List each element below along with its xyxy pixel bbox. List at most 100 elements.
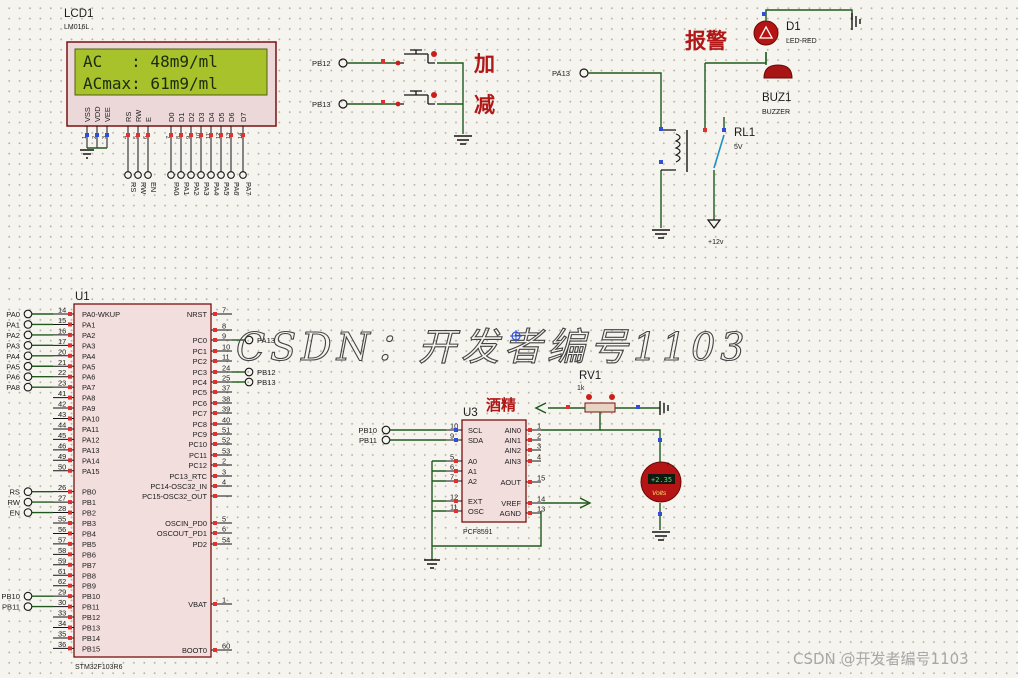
mcu-left-terminal[interactable]: [23, 351, 33, 361]
mcu-right-pin-name: PC3: [193, 368, 207, 377]
mcu-left-pin-probe: [68, 562, 72, 567]
mcu-right-pin-number: 1: [222, 596, 226, 605]
mcu-left-pin-probe: [68, 541, 72, 546]
button-group[interactable]: PB12 加 PB13 减: [312, 49, 495, 145]
lcd-pin-terminal[interactable]: [177, 171, 185, 179]
adc-right-pin-probe: [528, 428, 532, 432]
relay-contact-wires: [713, 117, 725, 220]
mcu-right-pin-probe: [213, 602, 217, 606]
pb12-terminal[interactable]: [338, 58, 348, 68]
add-button-pin-right: [431, 51, 437, 57]
mcu-left-terminal[interactable]: [23, 487, 33, 497]
adc-left-pin-number: 5: [450, 453, 454, 462]
mcu-left-terminal[interactable]: [23, 330, 33, 340]
adc-left-pin-probe: [454, 479, 458, 483]
lcd-pin-terminal[interactable]: [144, 171, 152, 179]
alarm-supply-label: +12v: [708, 239, 724, 246]
alarm-circuit[interactable]: 报警 PA13 +12v RL1 5V D1 LED-RED BUZ1 BUZZ…: [552, 9, 861, 246]
mcu-left-terminal[interactable]: [23, 602, 33, 611]
mcu-left-pin-number: 15: [58, 316, 66, 325]
mcu-left-pin-number: 16: [58, 326, 66, 335]
lcd-pin-name: D4: [207, 113, 216, 122]
voltmeter-reading: +2.35: [651, 476, 672, 484]
voltmeter[interactable]: +2.35 Volts + -: [600, 429, 682, 541]
lcd-pin-terminal[interactable]: [124, 171, 132, 179]
mcu-left-pin-probe: [68, 437, 72, 442]
lcd-pin-probe: [219, 133, 223, 137]
relay-probe-2: [659, 160, 663, 164]
alarm-input-wire: [588, 72, 662, 228]
lcd-pin-probe: [136, 133, 140, 137]
adc-right-pin-probe: [528, 438, 532, 442]
sub-button-switch[interactable]: [398, 90, 435, 105]
lcd-terminal-label: PA0: [172, 182, 181, 195]
sub-button-probe: [381, 100, 385, 104]
lcd-terminal-label: PA8: [0, 0, 13, 2]
mcu-right-pin-name: PC13_RTC: [169, 472, 207, 481]
lcd-pin-terminal[interactable]: [197, 171, 205, 179]
mcu-left-pin-name: PB0: [82, 488, 96, 497]
pb13-terminal[interactable]: [338, 99, 348, 109]
lcd-pin-terminal[interactable]: [187, 171, 195, 179]
mcu-left-terminal[interactable]: [23, 361, 33, 371]
add-button-switch[interactable]: [398, 49, 435, 64]
mcu-model-label: STM32F103R6: [75, 664, 123, 671]
mcu-right-terminal[interactable]: [244, 367, 254, 377]
mcu-left-pin-probe: [68, 594, 72, 599]
lcd-pin-terminal[interactable]: [239, 171, 247, 179]
adc-body: [461, 419, 527, 523]
led-top-wire: [765, 9, 853, 21]
adc-right-pin-name: AGND: [500, 509, 521, 518]
mcu-right-terminal[interactable]: [244, 377, 254, 387]
adc-right-pin-probe: [528, 448, 532, 452]
mcu-right-pin-name: PC11: [189, 451, 207, 460]
mcu-left-pin-probe: [68, 343, 72, 348]
mcu-right-pin-probe: [213, 463, 217, 467]
lcd-pin-terminal[interactable]: [167, 171, 175, 179]
add-wire-right: [437, 62, 464, 134]
mcu-left-terminal[interactable]: [23, 497, 33, 507]
lcd-pin-terminal[interactable]: [134, 171, 142, 179]
mcu-right-pin-number: 60: [222, 642, 230, 651]
mcu-left-net-label: PA0: [6, 310, 20, 319]
pa13-terminal[interactable]: [579, 68, 589, 78]
adc-left-terminal[interactable]: [381, 425, 391, 435]
mcu-left-pin-number: 23: [58, 379, 66, 388]
adc-right-pin-probe: [528, 480, 532, 484]
pot-value-label: 1k: [577, 385, 585, 392]
lcd-pin-terminal[interactable]: [217, 171, 225, 179]
adc-left-terminal[interactable]: [381, 435, 391, 445]
mcu-left-terminal[interactable]: [23, 309, 33, 319]
led-model-label: LED-RED: [786, 38, 817, 45]
mcu-left-pin-probe: [68, 521, 72, 525]
mcu-left-pin-probe: [68, 458, 72, 463]
mcu-left-terminal[interactable]: [23, 341, 33, 350]
mcu-left-terminal[interactable]: [23, 372, 33, 382]
adc-left-pin-name: A0: [468, 457, 477, 466]
mcu-left-terminal[interactable]: [23, 382, 33, 392]
lcd-pin-terminal[interactable]: [227, 171, 235, 179]
mcu-right-terminal[interactable]: [244, 335, 254, 345]
mcu-left-terminal[interactable]: [23, 508, 33, 517]
mcu-left-pin-name: PA15: [82, 467, 100, 476]
mcu-right-pin-number: 40: [222, 416, 230, 425]
mcu-right-pin-probe: [213, 442, 217, 446]
relay-switch-arm[interactable]: [713, 134, 725, 169]
lcd-pin-terminal[interactable]: [207, 171, 215, 179]
agnd-wire: [432, 511, 542, 547]
adc-left-pin-number: 6: [450, 463, 454, 472]
mcu-right-pin-probe: [213, 494, 217, 498]
mcu-left-terminal[interactable]: [23, 320, 33, 329]
lcd-pin-name: D6: [227, 113, 236, 122]
lcd-pin-probe: [105, 133, 109, 137]
lcd-pin-name: E: [144, 117, 153, 122]
lcd-module[interactable]: LCD1 LM016L AC : 48m9/ml ACmax: 61m9/ml …: [0, 0, 277, 195]
mcu-left-terminal[interactable]: [23, 591, 33, 601]
mcu-right-pin-number: 24: [222, 364, 230, 373]
mcu-left-pin-name: PB12: [82, 613, 100, 622]
potentiometer[interactable]: RV1 1k: [534, 370, 669, 431]
